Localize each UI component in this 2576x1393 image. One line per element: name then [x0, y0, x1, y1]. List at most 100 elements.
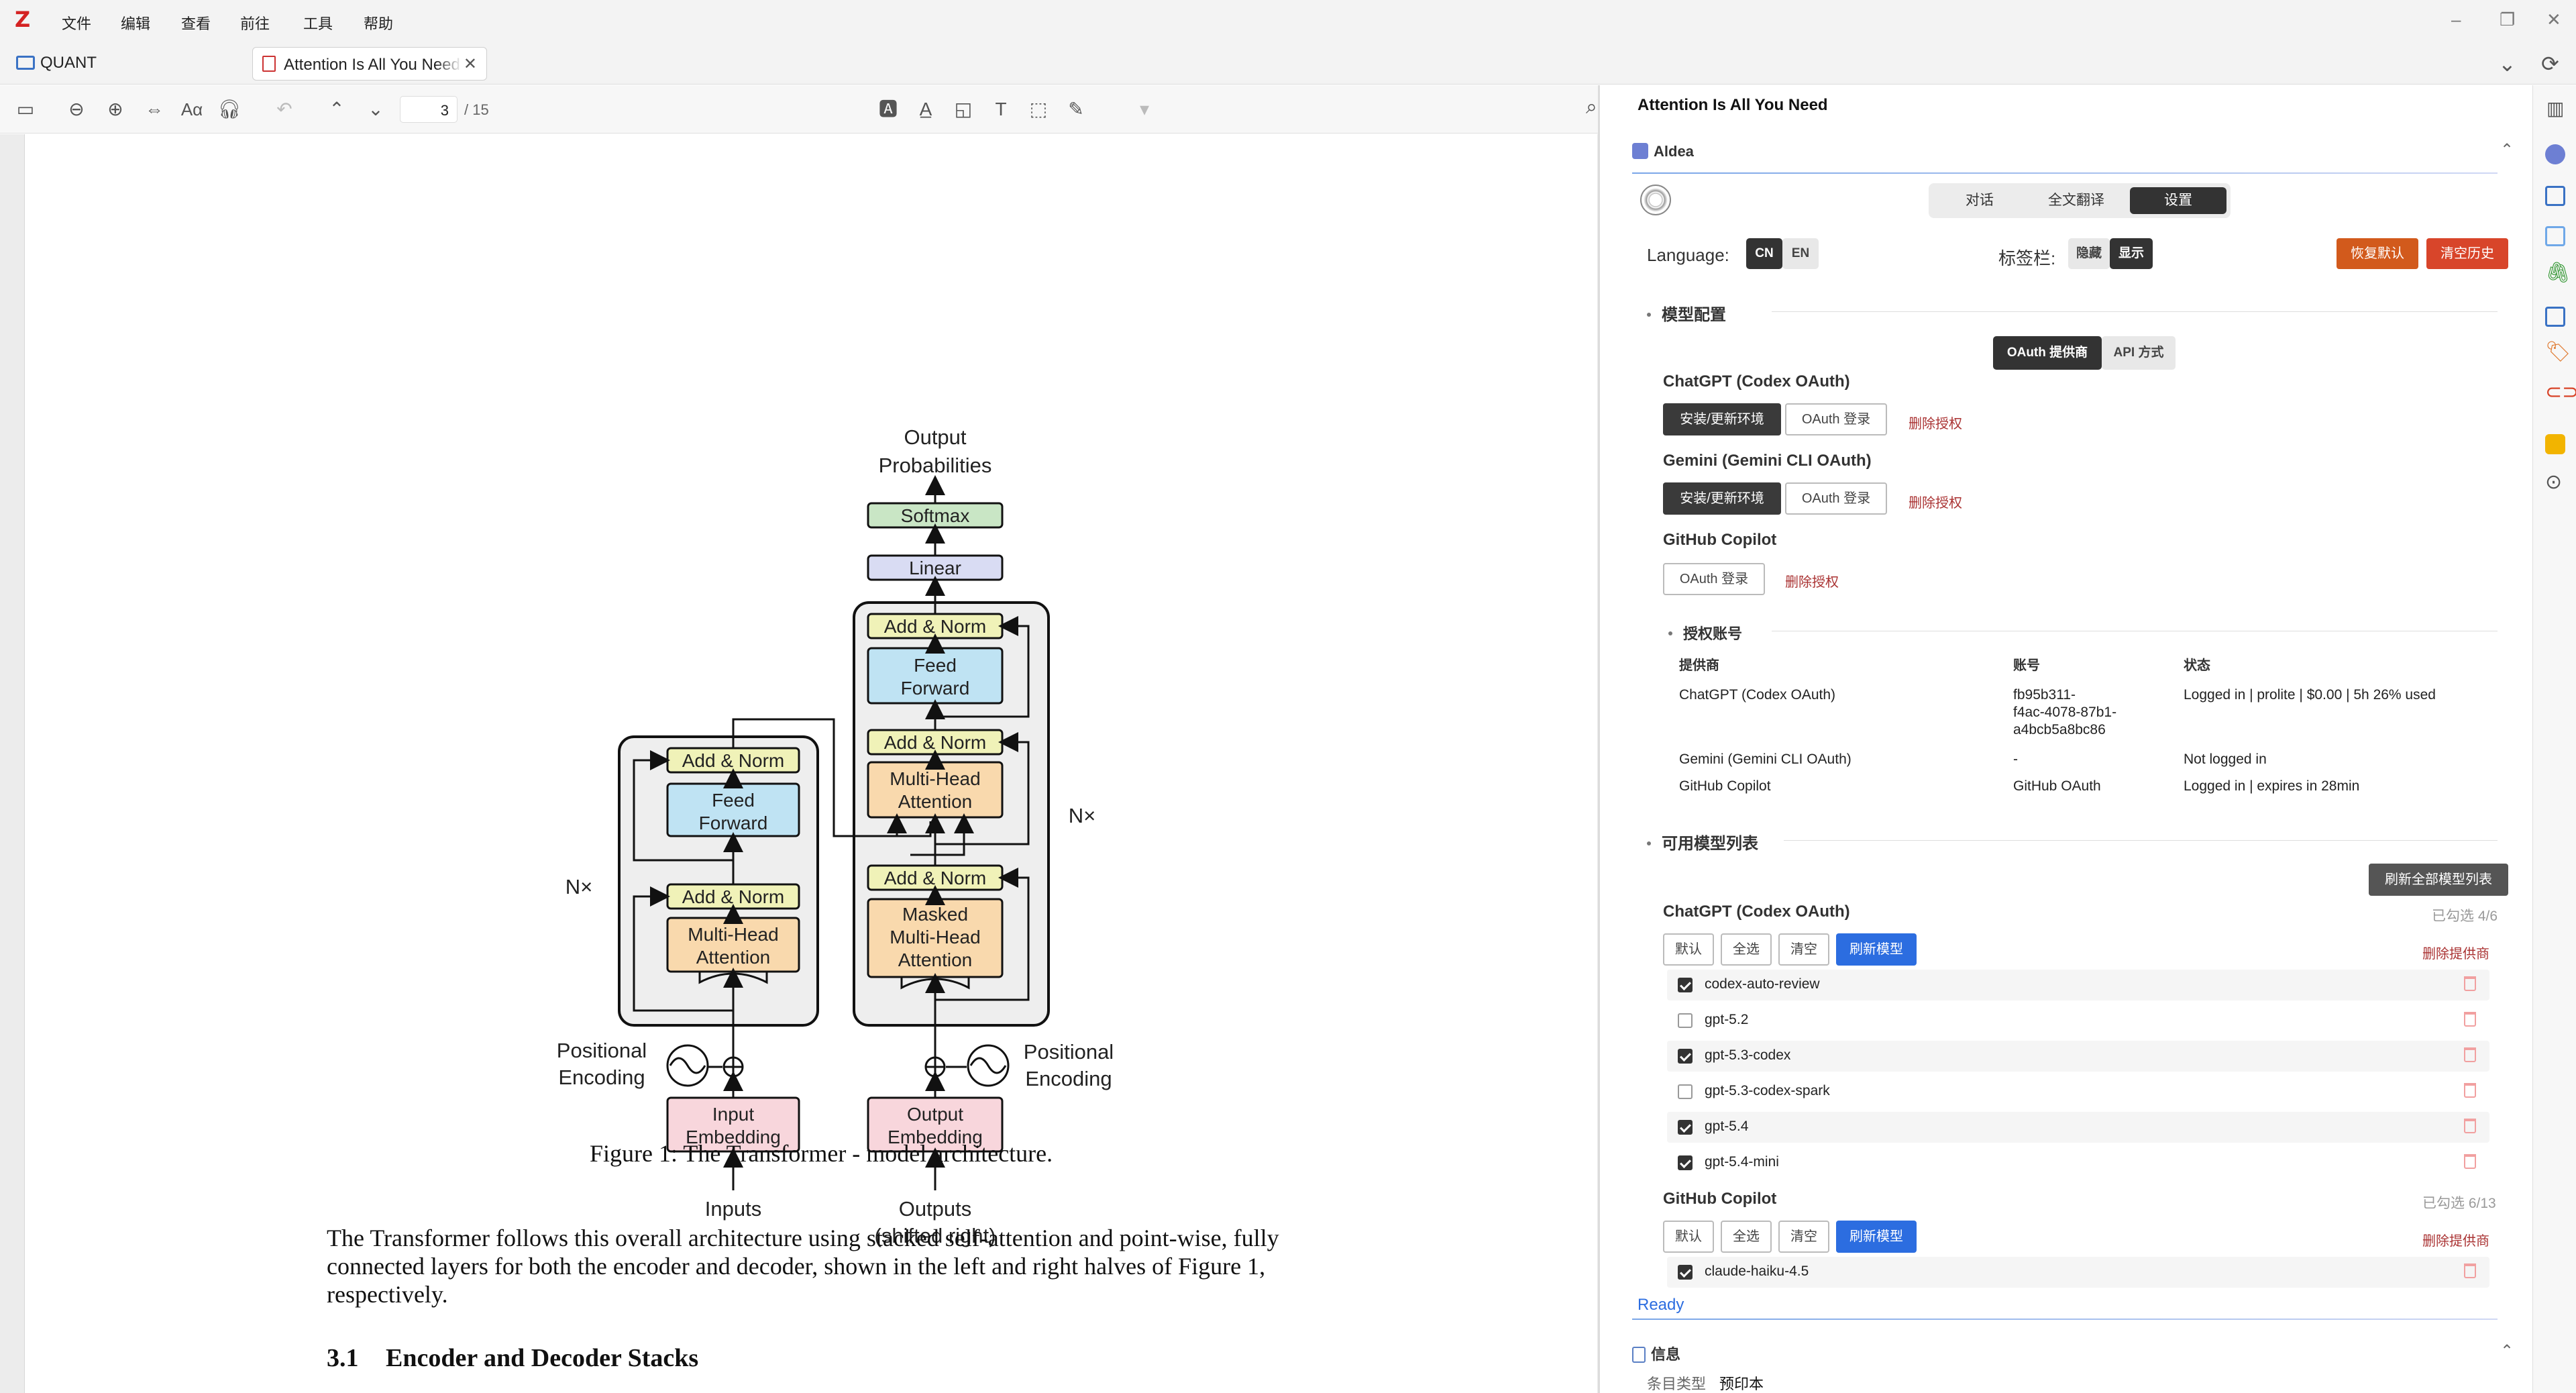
tag-nav-icon[interactable]: 🏷︎	[2545, 341, 2571, 363]
copilot-models-clear-button[interactable]: 清空	[1778, 1221, 1829, 1253]
restore-icon[interactable]: ❐	[2500, 9, 2516, 30]
previous-page-icon[interactable]: ⌃	[329, 99, 345, 119]
chatgpt-models-refresh-button[interactable]: 刷新模型	[1836, 933, 1917, 966]
model-checkbox[interactable]	[1678, 1084, 1693, 1099]
gemini-delete-auth-link[interactable]: 删除授权	[1909, 496, 1962, 511]
draw-icon[interactable]: ✎	[1068, 99, 1084, 119]
search-document-icon[interactable]: ⌕	[1586, 96, 1597, 118]
trash-icon[interactable]	[2464, 1263, 2476, 1278]
document-view[interactable]: Add & Norm Feed Forward Add & Norm Multi…	[0, 134, 1598, 1393]
trash-icon[interactable]	[2464, 1154, 2476, 1169]
trash-icon[interactable]	[2464, 1119, 2476, 1133]
model-checkbox[interactable]	[1678, 1155, 1693, 1170]
tab-settings[interactable]: 设置	[2130, 187, 2226, 214]
chevron-up-icon[interactable]: ⌃	[2500, 141, 2514, 159]
mode-oauth-button[interactable]: OAuth 提供商	[1993, 336, 2102, 370]
chatgpt-models-clear-button[interactable]: 清空	[1778, 933, 1829, 966]
related-nav-icon[interactable]: ⊂⊃	[2545, 381, 2576, 403]
page-number-input[interactable]: 3	[400, 96, 458, 123]
sidebar-toggle-icon[interactable]: ▭	[16, 99, 35, 119]
gemini-install-button[interactable]: 安装/更新环境	[1663, 482, 1781, 515]
info-section-header[interactable]: 信息	[1632, 1343, 1680, 1364]
chatgpt-models-default-button[interactable]: 默认	[1663, 933, 1714, 966]
menu-go[interactable]: 前往	[240, 15, 270, 32]
copilot-models-select-all-button[interactable]: 全选	[1721, 1221, 1772, 1253]
menu-help[interactable]: 帮助	[364, 15, 394, 32]
tagbar-hide-button[interactable]: 隐藏	[2068, 238, 2110, 269]
clear-history-button[interactable]: 清空历史	[2426, 238, 2508, 269]
undo-icon[interactable]: ↶	[276, 99, 292, 119]
chevron-up-icon[interactable]: ⌃	[2500, 1342, 2514, 1360]
model-checkbox[interactable]	[1678, 1013, 1693, 1028]
model-row-gpt-5-2[interactable]: gpt-5.2	[1667, 1005, 2489, 1036]
close-window-icon[interactable]: ✕	[2546, 9, 2561, 30]
trash-icon[interactable]	[2464, 1012, 2476, 1027]
trash-icon[interactable]	[2464, 1047, 2476, 1062]
menu-tools[interactable]: 工具	[303, 15, 333, 32]
aldea-section-header[interactable]: Aldea	[1632, 143, 1694, 160]
notes-nav-icon[interactable]	[2545, 434, 2565, 454]
sync-icon[interactable]: ⟳	[2541, 52, 2559, 76]
toggle-pane-icon[interactable]: ▥	[2546, 98, 2565, 119]
accounts-header[interactable]: 授权账号	[1668, 622, 1742, 643]
trash-icon[interactable]	[2464, 976, 2476, 991]
aldea-nav-icon[interactable]	[2545, 144, 2565, 164]
model-checkbox[interactable]	[1678, 1049, 1693, 1064]
model-row-gpt-5-4-mini[interactable]: gpt-5.4-mini	[1667, 1147, 2489, 1178]
trash-icon[interactable]	[2464, 1083, 2476, 1098]
text-tool-icon[interactable]: T	[995, 99, 1007, 119]
read-aloud-icon[interactable]: 🎧︎	[217, 99, 241, 119]
chatgpt-install-button[interactable]: 安装/更新环境	[1663, 403, 1781, 435]
chatgpt-oauth-login-button[interactable]: OAuth 登录	[1785, 403, 1887, 435]
model-checkbox[interactable]	[1678, 978, 1693, 992]
tab-document[interactable]: Attention Is All You Need ✕	[252, 47, 487, 81]
font-size-icon[interactable]: Aα	[180, 99, 203, 119]
refresh-all-models-button[interactable]: 刷新全部模型列表	[2369, 864, 2508, 896]
chatgpt-models-select-all-button[interactable]: 全选	[1721, 933, 1772, 966]
area-select-icon[interactable]: ⬚	[1029, 99, 1048, 119]
abstract-nav-icon[interactable]	[2545, 226, 2565, 246]
copilot-delete-auth-link[interactable]: 删除授权	[1785, 575, 1839, 590]
model-row-gpt-5-4[interactable]: gpt-5.4	[1667, 1112, 2489, 1143]
gemini-oauth-login-button[interactable]: OAuth 登录	[1785, 482, 1887, 515]
minimize-icon[interactable]: –	[2451, 9, 2461, 30]
model-config-header[interactable]: 模型配置	[1647, 301, 1726, 325]
zoom-in-icon[interactable]: ⊕	[107, 99, 123, 119]
mode-api-button[interactable]: API 方式	[2102, 336, 2176, 370]
text-annotation-icon[interactable]: 🅰︎	[878, 99, 898, 119]
lang-en-button[interactable]: EN	[1782, 238, 1819, 269]
tab-full-translate[interactable]: 全文翻译	[2048, 193, 2104, 208]
copilot-models-refresh-button[interactable]: 刷新模型	[1836, 1221, 1917, 1253]
chatgpt-delete-provider-link[interactable]: 删除提供商	[2422, 947, 2489, 962]
model-checkbox[interactable]	[1678, 1265, 1693, 1280]
tab-chat[interactable]: 对话	[1966, 193, 1994, 208]
copilot-delete-provider-link[interactable]: 删除提供商	[2422, 1234, 2489, 1249]
models-header[interactable]: 可用模型列表	[1647, 830, 1758, 854]
locate-nav-icon[interactable]: ⊙	[2545, 471, 2563, 493]
copilot-oauth-login-button[interactable]: OAuth 登录	[1663, 563, 1765, 595]
tagbar-show-button[interactable]: 显示	[2110, 238, 2153, 269]
chevron-down-icon[interactable]: ⌄	[2498, 52, 2516, 76]
next-page-icon[interactable]: ⌄	[368, 99, 384, 119]
attachment-nav-icon[interactable]: 🖇︎	[2545, 262, 2571, 284]
lang-cn-button[interactable]: CN	[1746, 238, 1782, 269]
model-row-codex-auto-review[interactable]: codex-auto-review	[1667, 970, 2489, 1000]
model-row-claude-haiku-4-5[interactable]: claude-haiku-4.5	[1667, 1257, 2489, 1288]
pane-divider[interactable]	[1598, 85, 1600, 1393]
model-row-gpt-5-3-codex-spark[interactable]: gpt-5.3-codex-spark	[1667, 1076, 2489, 1107]
color-picker-icon[interactable]: ▾	[1139, 99, 1150, 119]
close-tab-icon[interactable]: ✕	[463, 55, 477, 73]
tab-library[interactable]: QUANT	[16, 54, 97, 72]
menu-file[interactable]: 文件	[62, 15, 92, 32]
info-nav-icon[interactable]	[2545, 186, 2565, 206]
menu-view[interactable]: 查看	[181, 15, 211, 32]
note-icon[interactable]: ◱	[954, 99, 973, 119]
model-row-gpt-5-3-codex[interactable]: gpt-5.3-codex	[1667, 1041, 2489, 1072]
highlight-icon[interactable]: A̲	[919, 99, 932, 119]
fit-width-icon[interactable]: ⇔	[145, 99, 164, 119]
libraries-nav-icon[interactable]	[2545, 307, 2565, 327]
zoom-out-icon[interactable]: ⊖	[68, 99, 85, 119]
restore-default-button[interactable]: 恢复默认	[2337, 238, 2418, 269]
menu-edit[interactable]: 编辑	[121, 15, 151, 32]
copilot-models-default-button[interactable]: 默认	[1663, 1221, 1714, 1253]
